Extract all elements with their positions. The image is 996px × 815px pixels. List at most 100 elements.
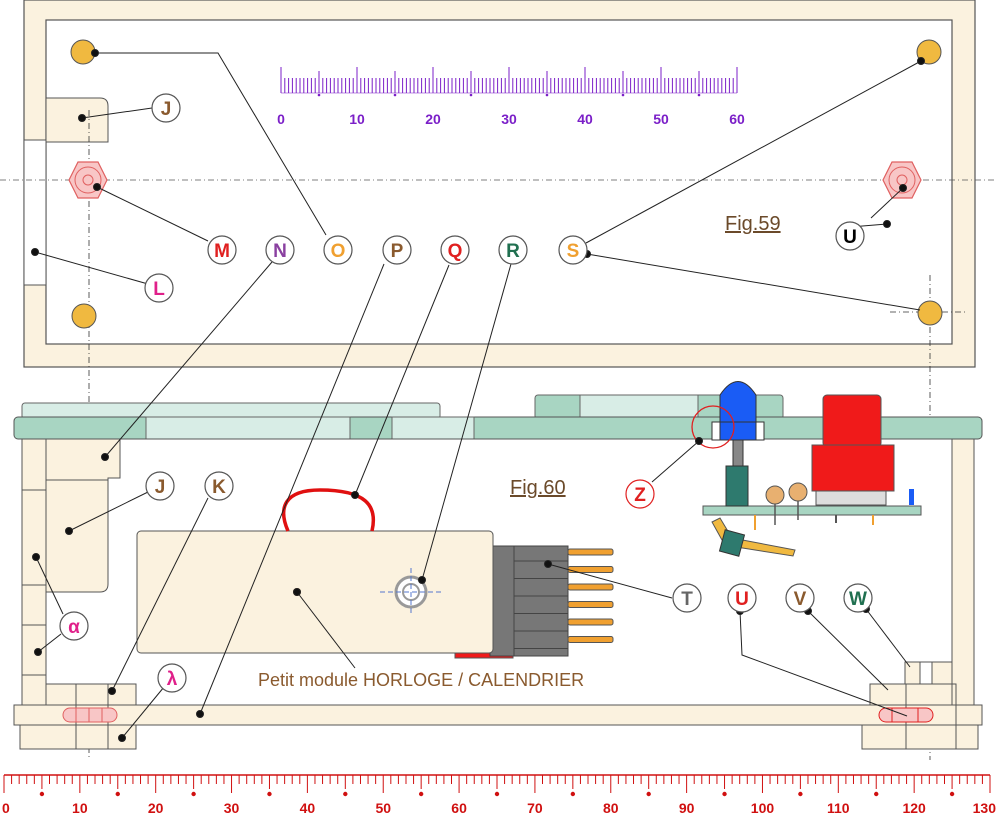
- leader-dot: [32, 553, 40, 561]
- leader-line: [354, 264, 450, 496]
- header-pin: [567, 636, 614, 643]
- leader-dot: [883, 220, 891, 228]
- callout-circle: [157, 663, 187, 693]
- fig59-panel: [0, 0, 996, 760]
- callout-circle: [558, 235, 588, 265]
- callout-u: U: [835, 221, 865, 251]
- scale-bottom-label: 50: [375, 800, 391, 815]
- callout-alpha: α: [59, 611, 89, 641]
- scale-bottom-dot: [570, 791, 576, 797]
- scale-bottom-dot: [722, 791, 727, 797]
- callout-circle: [382, 235, 412, 265]
- callout-circle: [323, 235, 353, 265]
- leader-line: [421, 263, 512, 581]
- scale-bottom-dot: [494, 791, 500, 797]
- leader-dot: [695, 437, 703, 445]
- scale-bottom-dot: [39, 791, 45, 797]
- callout-circle: [672, 583, 702, 613]
- leader-dot: [34, 648, 42, 656]
- scale-top-label: 40: [577, 111, 593, 127]
- scale-bottom-label: 0: [2, 800, 10, 815]
- leader-dot: [351, 491, 359, 499]
- scale-bottom-label: 70: [527, 800, 543, 815]
- fig59-label: Fig.59: [725, 213, 781, 235]
- callout-r: R: [498, 235, 528, 265]
- leader-line: [121, 686, 165, 739]
- callout-j2: J: [145, 471, 175, 501]
- scale-bottom-dot: [267, 791, 272, 797]
- leader-lines: [31, 49, 925, 742]
- hex-nut-left: [68, 161, 108, 199]
- callout-circle: [727, 583, 757, 613]
- scale-top-label: 0: [277, 111, 285, 127]
- callout-k: K: [204, 471, 234, 501]
- leader-line: [586, 253, 921, 311]
- callout-circle: [440, 235, 470, 265]
- clock-calendar-module: [136, 530, 614, 659]
- callout-circle: [498, 235, 528, 265]
- leader-line: [651, 440, 700, 483]
- scale-bottom-dot: [646, 791, 651, 797]
- scale-top-label: 50: [653, 111, 669, 127]
- scale-bottom-label: 60: [451, 800, 467, 815]
- scale-top-label: 60: [729, 111, 745, 127]
- scale-top-label: 20: [425, 111, 441, 127]
- callout-s: S: [558, 235, 588, 265]
- scale-bottom-dot: [418, 791, 424, 797]
- callout-letter: J: [155, 477, 166, 498]
- callout-circle: [785, 583, 815, 613]
- leader-line: [199, 263, 385, 715]
- leader-line: [81, 107, 153, 119]
- scale-bottom-dot: [798, 791, 803, 797]
- header-pin: [567, 548, 614, 556]
- scale-top-dot: [393, 93, 397, 97]
- standoff-bottom-left: [71, 303, 97, 329]
- scale-bottom-label: 130: [973, 800, 996, 815]
- callout-letter: T: [681, 589, 693, 610]
- callout-letter: Z: [634, 485, 646, 506]
- callout-o: O: [323, 235, 353, 265]
- callout-circle: [265, 235, 295, 265]
- header-pin: [567, 583, 614, 591]
- scale-bottom-dot: [949, 791, 955, 797]
- leader-dot: [293, 588, 301, 596]
- callout-j: J: [151, 93, 181, 123]
- callout-letter: J: [161, 99, 172, 120]
- callout-letter: K: [212, 477, 226, 498]
- callout-n: N: [265, 235, 295, 265]
- callout-t: T: [672, 583, 702, 613]
- callout-letter: V: [794, 589, 807, 610]
- callout-circle: [145, 471, 175, 501]
- standoff-bottom-right: [917, 300, 943, 326]
- scale-top-dot: [469, 93, 473, 97]
- callout-letter: U: [735, 589, 749, 610]
- callout-m: M: [207, 235, 237, 265]
- callout-lambda: λ: [157, 663, 187, 693]
- leader-line: [870, 187, 904, 219]
- callout-letter: W: [849, 589, 867, 610]
- leader-line: [739, 610, 908, 717]
- scale-bottom-label: 30: [224, 800, 240, 815]
- leader-line: [807, 610, 889, 691]
- callout-letter: R: [506, 241, 520, 262]
- leader-dot: [899, 184, 907, 192]
- callout-p: P: [382, 235, 412, 265]
- hex-nut-right: [882, 161, 922, 199]
- led-relay-board: [691, 381, 922, 557]
- leader-line: [865, 608, 911, 668]
- scale-bottom-dot: [874, 791, 879, 797]
- callout-letter: O: [331, 241, 346, 262]
- scale-top-label: 10: [349, 111, 365, 127]
- scale-bottom-dot: [343, 791, 348, 797]
- callout-letter: L: [153, 279, 165, 300]
- callout-circle: [59, 611, 89, 641]
- callout-letter: α: [68, 617, 80, 638]
- leader-line: [296, 591, 356, 669]
- callout-letter: P: [391, 241, 404, 262]
- scale-bottom-label: 100: [751, 800, 775, 815]
- scale-top-dot: [697, 93, 701, 97]
- leader-line: [104, 261, 273, 458]
